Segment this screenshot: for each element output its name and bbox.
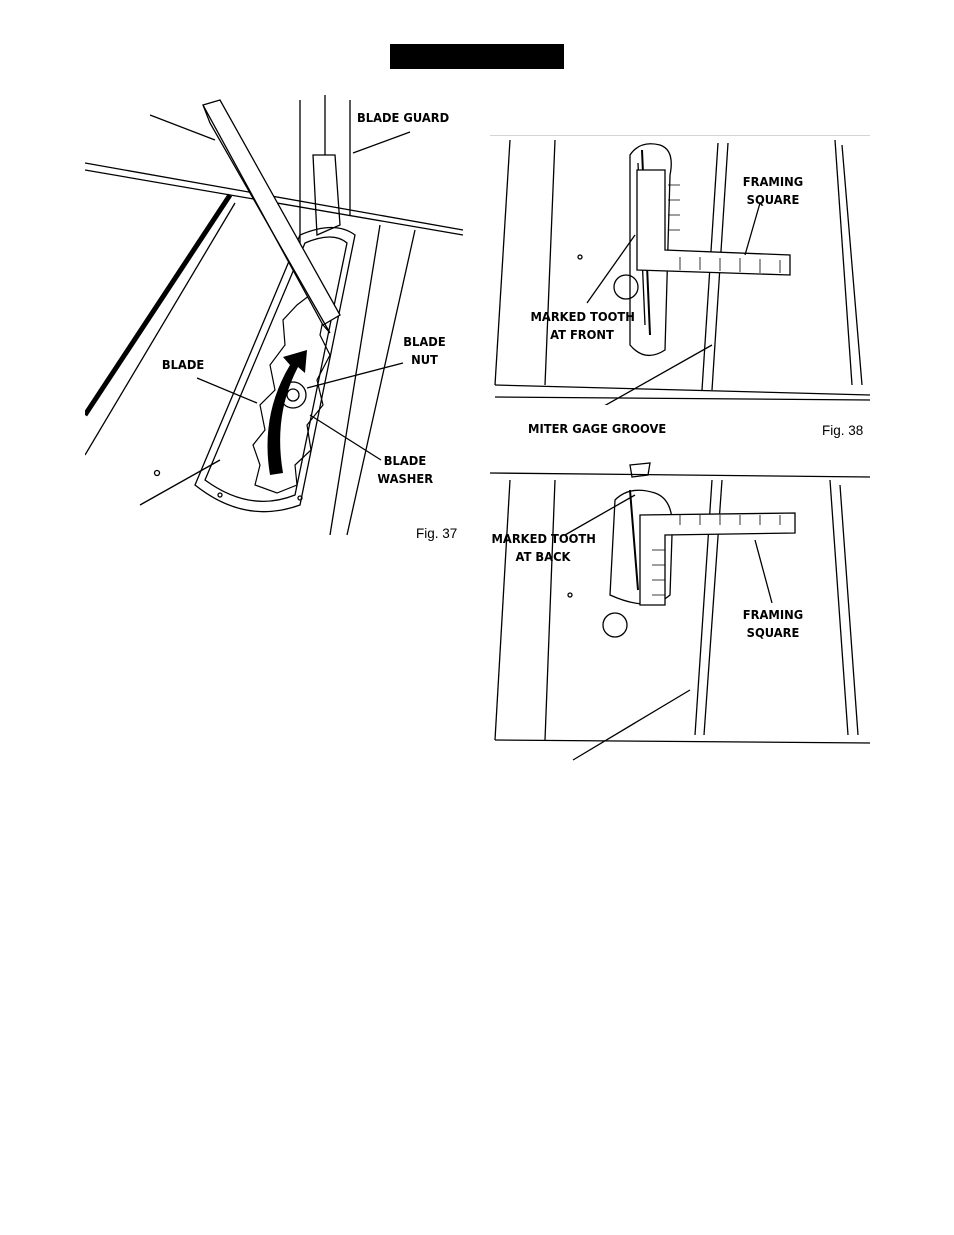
label-blade-washer-line1: BLADE [377,452,432,470]
figure-38-illustration [490,135,870,405]
label-blade-nut: BLADE NUT [399,333,450,369]
label-marked-tooth-front-line1: MARKED TOOTH [530,308,633,326]
label-blade-nut-line2: NUT [399,351,450,369]
label-framing-square-fig39-line1: FRAMING [741,606,805,624]
label-marked-tooth-back-line1: MARKED TOOTH [491,530,594,548]
label-blade-guard: BLADE GUARD [357,109,449,127]
figure-39-illustration [490,455,870,765]
label-framing-square-fig39-line2: SQUARE [741,624,805,642]
label-blade-nut-line1: BLADE [399,333,450,351]
label-blade: BLADE [162,356,204,374]
label-marked-tooth-front: MARKED TOOTH AT FRONT [530,308,633,344]
figure-37-blade-removal: BLADE GUARD BLADE BLADE NUT BLADE WASHER [85,95,470,545]
figure-38-marked-tooth-front: FRAMING SQUARE MARKED TOOTH AT FRONT [490,135,870,405]
label-marked-tooth-front-line2: AT FRONT [530,326,633,344]
label-framing-square-fig38-line2: SQUARE [741,191,805,209]
caption-fig-38: Fig. 38 [822,423,863,438]
section-header-bar [390,44,564,69]
label-marked-tooth-back: MARKED TOOTH AT BACK [491,530,594,566]
label-framing-square-fig38-line1: FRAMING [741,173,805,191]
label-framing-square-fig39: FRAMING SQUARE [741,606,805,642]
figure-39-marked-tooth-back: MARKED TOOTH AT BACK FRAMING SQUARE [490,455,870,765]
label-framing-square-fig38: FRAMING SQUARE [741,173,805,209]
label-blade-washer-line2: WASHER [377,470,432,488]
label-miter-gage-groove: MITER GAGE GROOVE [528,420,666,438]
label-blade-washer: BLADE WASHER [377,452,432,488]
label-marked-tooth-back-line2: AT BACK [491,548,594,566]
caption-fig-37: Fig. 37 [416,526,457,541]
